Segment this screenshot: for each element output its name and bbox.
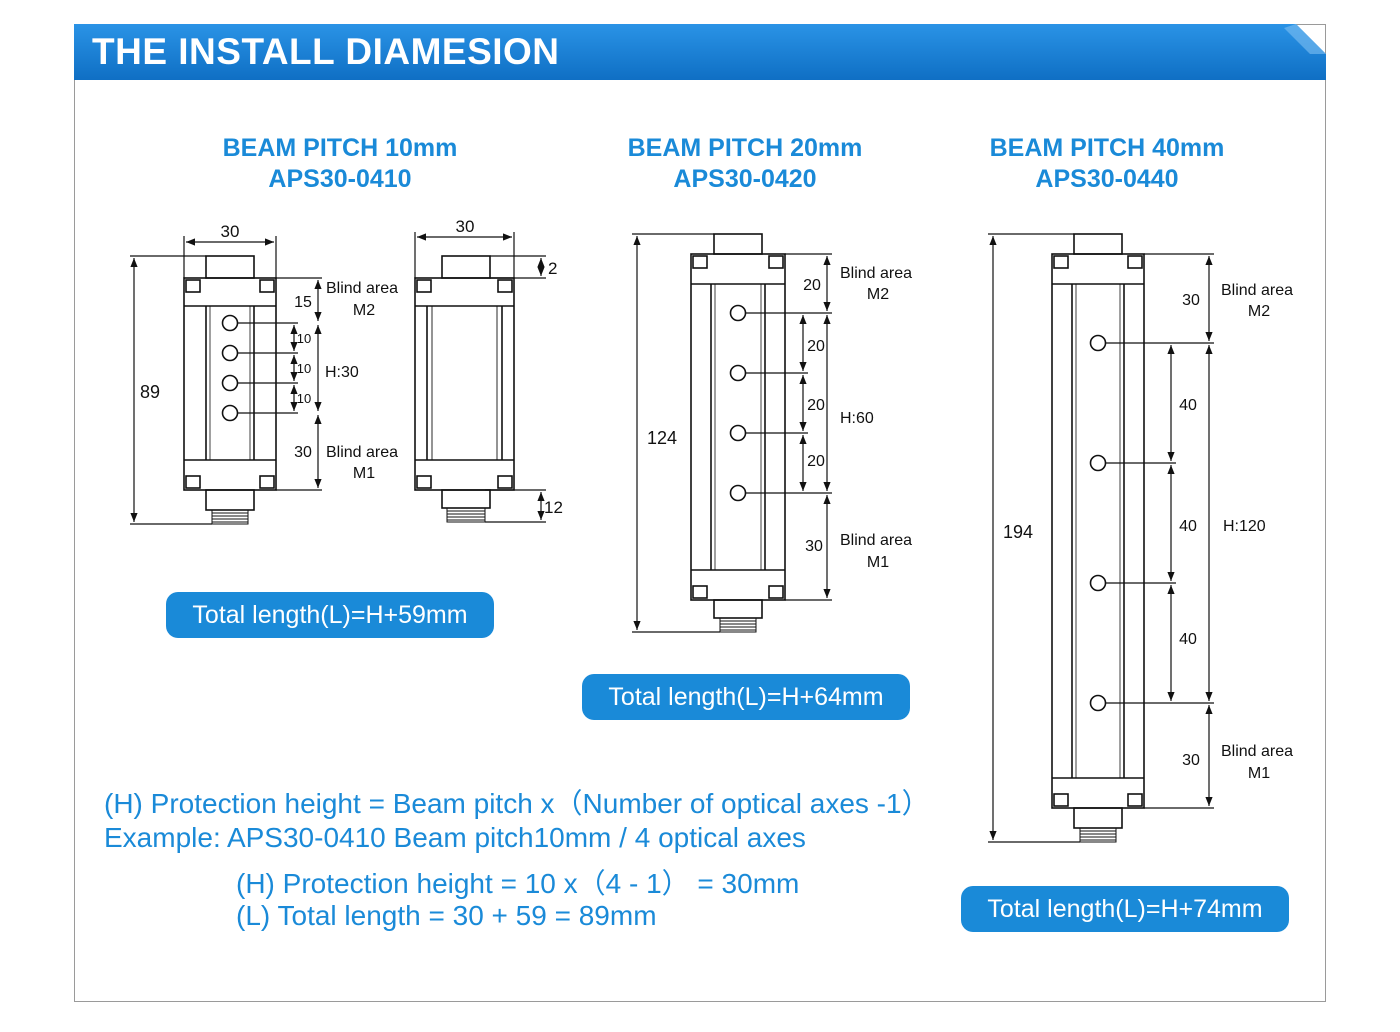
model-title-10mm: BEAM PITCH 10mm APS30-0410	[160, 133, 520, 195]
dim-top-label: 2	[548, 259, 557, 278]
model-number: APS30-0440	[1035, 165, 1179, 193]
blind-area-m1-label: Blind area	[840, 532, 912, 549]
dim-m2-label: 30	[1182, 292, 1200, 309]
dim-pitch-label: 10	[297, 391, 311, 406]
thread-connector	[446, 507, 486, 523]
blind-area-m1-code: M1	[867, 554, 889, 571]
model-number: APS30-0410	[268, 165, 412, 193]
formula-example-height: (H) Protection height = 10 x（4 - 1） = 30…	[236, 868, 800, 899]
dim-pitch-label: 20	[807, 338, 825, 355]
dim-height-label: 89	[140, 382, 160, 402]
dim-h-label: H:30	[325, 364, 359, 381]
thread-connector	[719, 617, 757, 633]
model-number: APS30-0420	[673, 165, 817, 193]
thread-connector	[211, 509, 249, 525]
formula-protection-height: (H) Protection height = Beam pitch x（Num…	[104, 788, 930, 819]
blind-area-m2-label: Blind area	[1221, 282, 1293, 299]
dim-pitch-label: 20	[807, 453, 825, 470]
dim-height-label: 124	[647, 428, 677, 448]
dim-pitch-label: 40	[1179, 397, 1197, 414]
dim-bottom-label: 12	[544, 498, 563, 517]
model-title-20mm: BEAM PITCH 20mm APS30-0420	[565, 133, 925, 195]
beam-pitch-label: BEAM PITCH 20mm	[627, 134, 863, 162]
beam-pitch-label: BEAM PITCH 40mm	[989, 134, 1225, 162]
drawing-10mm-side	[414, 232, 546, 523]
blind-area-m2-label: Blind area	[840, 265, 912, 282]
thread-connector	[1079, 827, 1117, 843]
total-length-badge-40mm: Total length(L)=H+74mm	[961, 886, 1289, 932]
dim-width-label: 30	[221, 222, 240, 241]
dim-m2-label: 15	[294, 294, 312, 311]
dim-m1-label: 30	[1182, 752, 1200, 769]
beam-pitch-label: BEAM PITCH 10mm	[222, 134, 458, 162]
blind-area-m1-label: Blind area	[1221, 743, 1293, 760]
dim-pitch-label: 10	[297, 361, 311, 376]
blind-area-m2-code: M2	[353, 302, 375, 319]
total-length-badge-10mm: Total length(L)=H+59mm	[166, 592, 494, 638]
dim-pitch-label: 40	[1179, 518, 1197, 535]
drawing-10mm-front	[130, 236, 322, 525]
model-title-40mm: BEAM PITCH 40mm APS30-0440	[927, 133, 1287, 195]
dim-width-label: 30	[456, 217, 475, 236]
formula-example-length: (L) Total length = 30 + 59 = 89mm	[236, 900, 657, 931]
dim-h-label: H:60	[840, 410, 874, 427]
total-length-badge-20mm: Total length(L)=H+64mm	[582, 674, 910, 720]
dim-h-label: H:120	[1223, 518, 1266, 535]
dim-pitch-label: 10	[297, 331, 311, 346]
dim-pitch-label: 20	[807, 397, 825, 414]
dim-m1-label: 30	[805, 538, 823, 555]
page-title: THE INSTALL DIAMESION	[92, 31, 560, 72]
drawing-40mm	[988, 233, 1214, 843]
blind-area-m1-label: Blind area	[326, 444, 398, 461]
header-banner	[74, 24, 1326, 80]
dim-m2-label: 20	[803, 277, 821, 294]
blind-area-m2-label: Blind area	[326, 280, 398, 297]
blind-area-m1-code: M1	[353, 465, 375, 482]
content-frame	[74, 24, 1326, 1002]
blind-area-m1-code: M1	[1248, 765, 1270, 782]
blind-area-m2-code: M2	[1248, 303, 1270, 320]
blind-area-m2-code: M2	[867, 286, 889, 303]
dim-pitch-label: 40	[1179, 631, 1197, 648]
dim-m1-label: 30	[294, 444, 312, 461]
drawing-20mm	[632, 233, 832, 633]
dim-height-label: 194	[1003, 522, 1033, 542]
formula-example: Example: APS30-0410 Beam pitch10mm / 4 o…	[104, 822, 806, 853]
